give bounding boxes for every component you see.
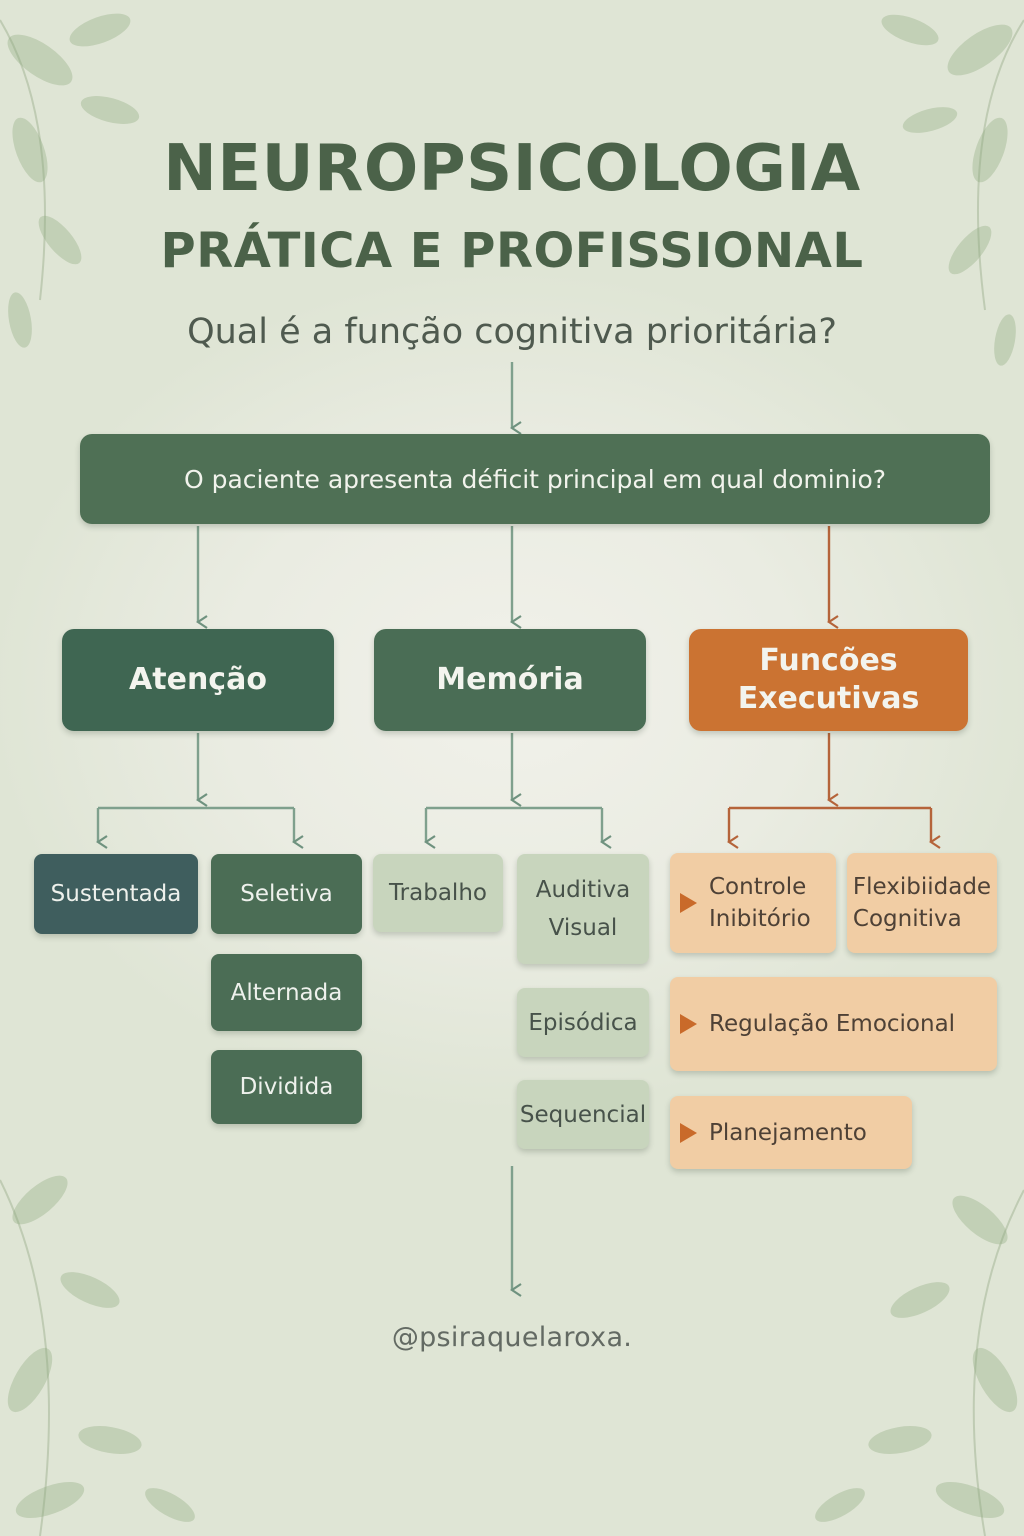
item-flexibilidade-cognitiva: Flexibiidade Cognitiva	[847, 853, 997, 953]
guiding-question: Qual é a função cognitiva prioritária?	[187, 312, 837, 352]
item-episodica: Episódica	[517, 988, 649, 1057]
author-handle: @psiraquelaroxa.	[391, 1322, 633, 1353]
item-controle-line1: Controle	[709, 874, 807, 900]
item-visual: Visual	[548, 915, 618, 941]
triangle-bullet-icon	[680, 1014, 697, 1034]
triangle-bullet-icon	[680, 1122, 697, 1143]
main-question-box: O paciente apresenta déficit principal e…	[80, 434, 990, 524]
triangle-bullet-icon	[680, 893, 697, 913]
page-title: NEUROPSICOLOGIA	[163, 132, 861, 206]
item-auditiva-visual: Auditiva Visual	[517, 854, 649, 964]
item-regulacao-label: Regulação Emocional	[709, 1011, 956, 1037]
item-trabalho: Trabalho	[373, 854, 503, 932]
item-seletiva: Seletiva	[211, 854, 362, 934]
page-subtitle: PRÁTICA E PROFISSIONAL	[160, 223, 864, 279]
category-atencao: Atenção	[62, 629, 334, 731]
item-controle-line2: Inibitório	[709, 906, 811, 932]
category-funcoes-line2: Executivas	[737, 681, 920, 716]
category-memoria: Memória	[374, 629, 646, 731]
item-planejamento: Planejamento	[670, 1096, 912, 1169]
category-funcoes-executivas: Funcões Executivas	[689, 629, 968, 731]
item-sustentada: Sustentada	[34, 854, 198, 934]
item-flex-line2: Cognitiva	[852, 906, 962, 932]
item-dividida: Dividida	[211, 1050, 362, 1124]
item-controle-inibitorio: Controle Inibitório	[670, 853, 836, 953]
item-sequencial: Sequencial	[517, 1080, 649, 1149]
item-planejamento-label: Planejamento	[709, 1119, 867, 1146]
item-regulacao-emocional: Regulação Emocional	[670, 977, 997, 1071]
item-alternada: Alternada	[211, 954, 362, 1031]
item-auditiva: Auditiva	[535, 877, 631, 903]
item-flex-line1: Flexibiidade	[852, 874, 992, 900]
category-funcoes-line1: Funcões	[759, 643, 898, 678]
